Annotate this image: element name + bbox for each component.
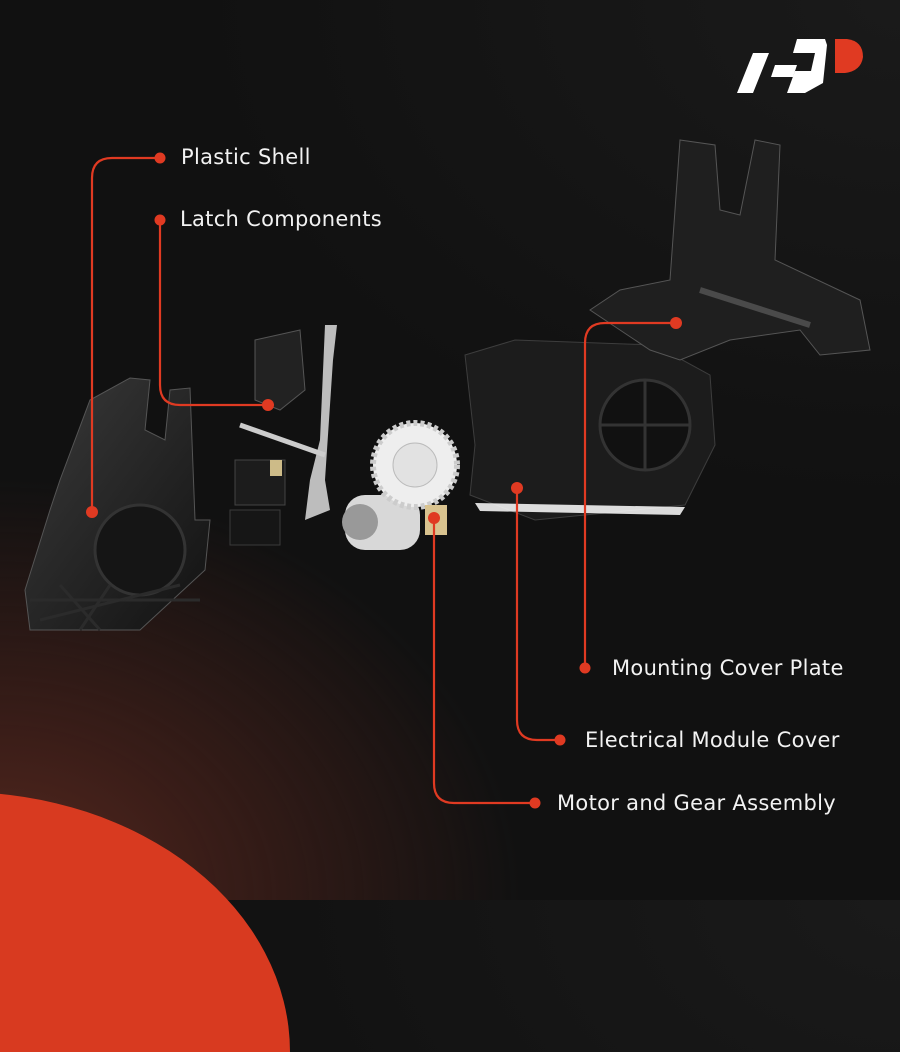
label-plastic-shell: Plastic Shell — [181, 145, 311, 169]
product-diagram: Plastic Shell Latch Components Mounting … — [0, 39, 871, 1052]
callout-lines — [86, 152, 682, 809]
brand-logo-icon — [737, 39, 863, 93]
latch-components-part-icon — [229, 325, 337, 546]
plastic-shell-part-icon — [24, 377, 211, 631]
label-latch-components: Latch Components — [180, 207, 382, 231]
label-electrical-module-cover: Electrical Module Cover — [585, 728, 840, 752]
label-mounting-cover-plate: Mounting Cover Plate — [612, 656, 844, 680]
label-motor-gear-assembly: Motor and Gear Assembly — [557, 791, 837, 815]
mounting-cover-plate-part-icon — [589, 139, 871, 361]
electrical-module-cover-part-icon — [464, 339, 716, 521]
motor-gear-assembly-part-icon — [342, 420, 460, 550]
